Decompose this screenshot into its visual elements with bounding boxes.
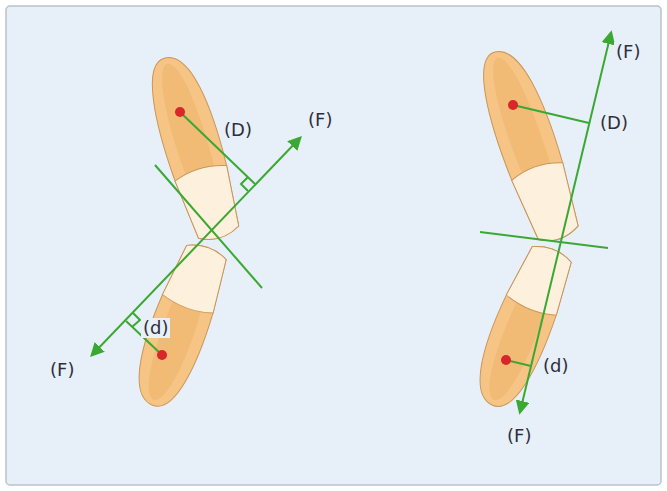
moment-arm-label: (D)	[598, 113, 630, 133]
force-label: (F)	[614, 42, 642, 62]
force-label: (F)	[48, 360, 76, 380]
force-label: (F)	[505, 426, 533, 446]
moment-arm-label: (d)	[141, 318, 170, 338]
moment-arm-label: (D)	[222, 120, 254, 140]
force-label: (F)	[306, 110, 334, 130]
moment-arm-label: (d)	[541, 356, 570, 376]
